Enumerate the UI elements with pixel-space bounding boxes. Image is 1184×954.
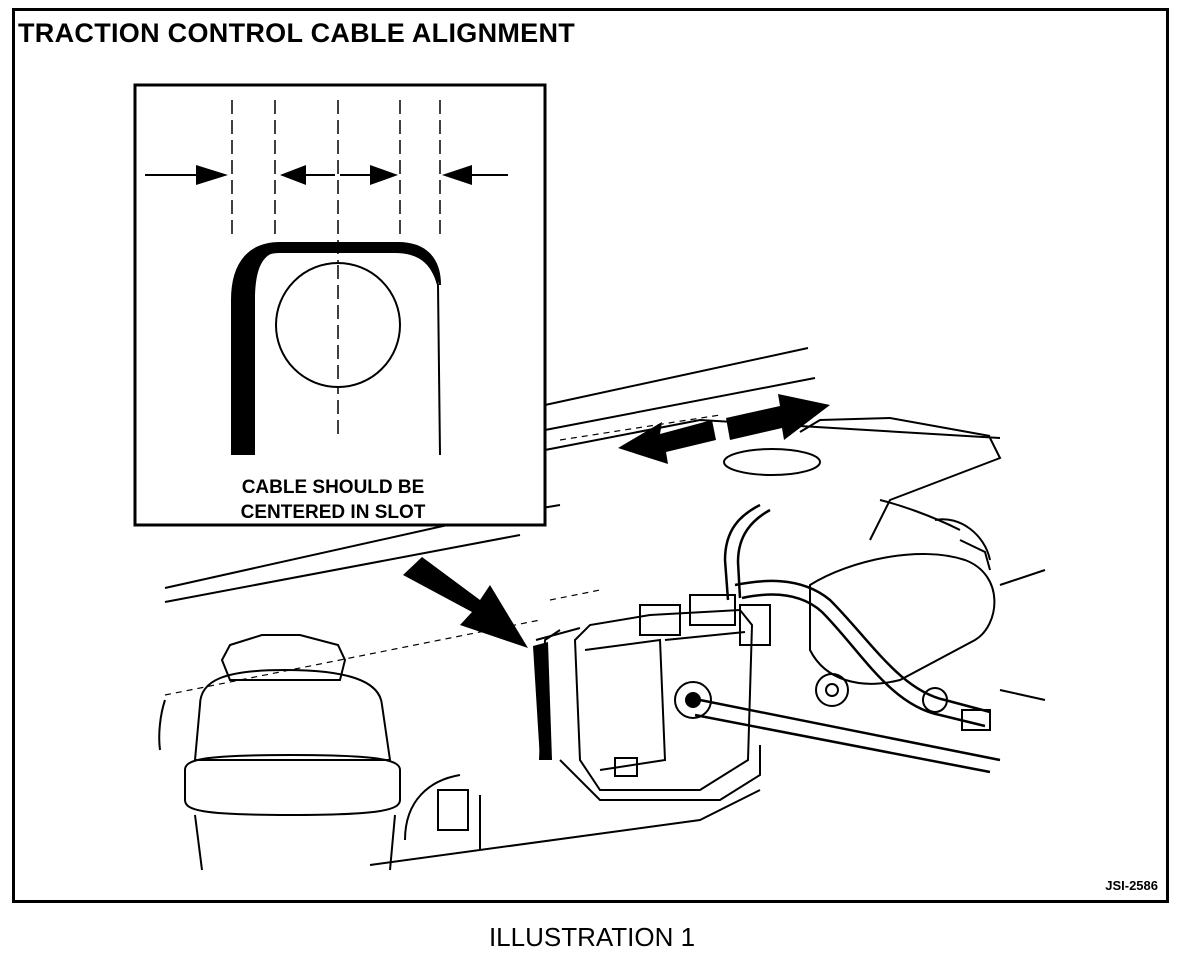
- inset-note-line2: CENTERED IN SLOT: [241, 502, 426, 523]
- pointer-arrow-icon: [403, 557, 528, 648]
- traction-control-cable: [694, 503, 1001, 774]
- fluid-reservoir: [158, 634, 761, 871]
- illustration-frame: [12, 8, 1169, 903]
- traction-control-actuator: [535, 594, 771, 801]
- illustration-caption: ILLUSTRATION 1: [488, 922, 696, 952]
- motor-assembly: [809, 499, 996, 731]
- cable-bracket: [533, 642, 552, 760]
- adjustment-double-arrow-icon: [618, 394, 830, 476]
- inset-detail: CABLE SHOULD BE CENTERED IN SLOT: [133, 83, 547, 527]
- figure-id: JSI-2586: [1105, 878, 1158, 893]
- illustration-title: TRACTION CONTROL CABLE ALIGNMENT: [18, 18, 576, 48]
- measurement-arrows: [145, 165, 508, 185]
- firewall-panel: [164, 347, 1046, 701]
- panel-hidden-lines: [164, 414, 721, 696]
- inset-note-line1: CABLE SHOULD BE: [242, 477, 425, 498]
